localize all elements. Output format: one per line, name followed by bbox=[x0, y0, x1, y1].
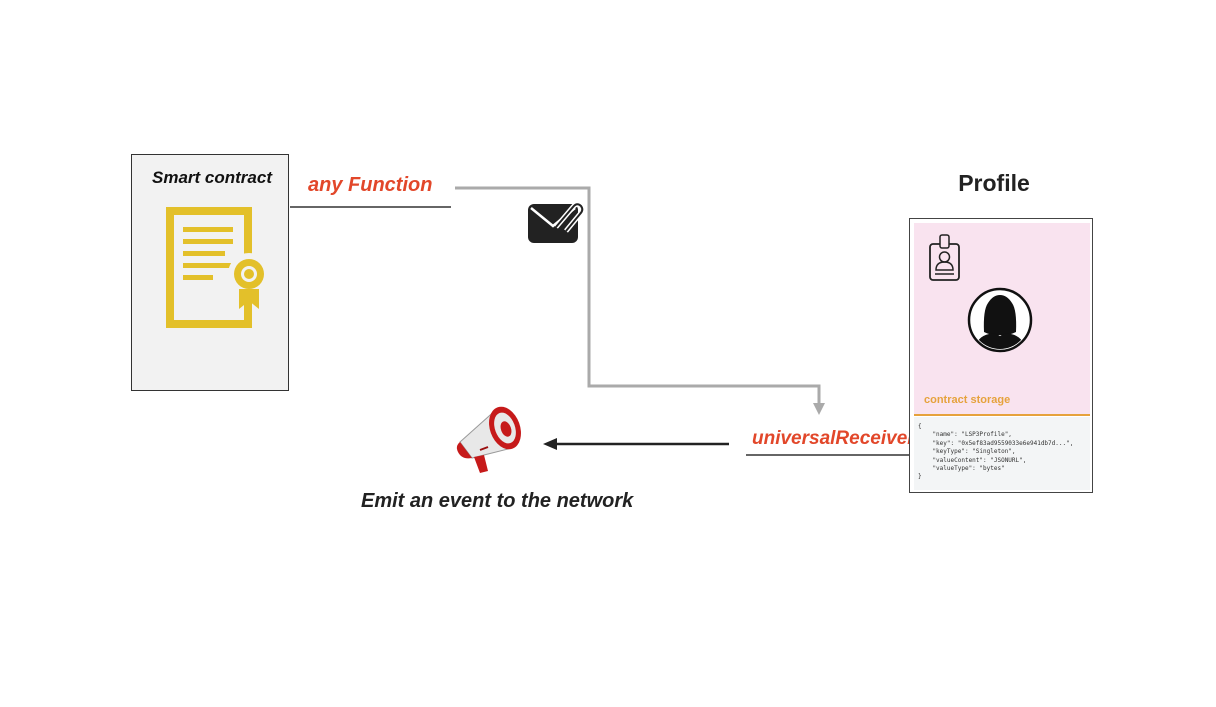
call-arrowhead bbox=[813, 403, 825, 415]
event-arrowhead bbox=[543, 438, 557, 450]
envelope-attachment-icon bbox=[528, 201, 585, 243]
universal-receiver-label: universalReceiver bbox=[752, 428, 915, 449]
code-line: "valueContent": "JSONURL", bbox=[918, 456, 1027, 464]
contract-storage-label: contract storage bbox=[924, 394, 1011, 406]
code-line: "valueType": "bytes" bbox=[918, 465, 1005, 473]
certificate-icon bbox=[166, 207, 270, 328]
code-line: "key": "0x5ef83ad9559033e6e941db7d...", bbox=[918, 439, 1074, 447]
user-avatar-icon bbox=[967, 287, 1033, 353]
smart-contract-title: Smart contract bbox=[152, 168, 272, 187]
id-badge-icon bbox=[929, 234, 960, 281]
code-line: "keyType": "Singleton", bbox=[918, 448, 1016, 456]
call-connector bbox=[455, 186, 821, 406]
megaphone-icon bbox=[456, 406, 521, 473]
any-function-label: any Function bbox=[308, 174, 433, 196]
code-line: } bbox=[918, 473, 922, 481]
profile-title: Profile bbox=[958, 170, 1030, 196]
storage-divider bbox=[914, 414, 1090, 416]
storage-code-text: { "name": "LSP3Profile", "key": "0x5ef83… bbox=[918, 423, 1073, 482]
code-line: { bbox=[918, 423, 922, 430]
emit-event-label: Emit an event to the network bbox=[361, 490, 634, 512]
code-line: "name": "LSP3Profile", bbox=[918, 431, 1012, 439]
storage-code-block bbox=[914, 417, 1090, 490]
